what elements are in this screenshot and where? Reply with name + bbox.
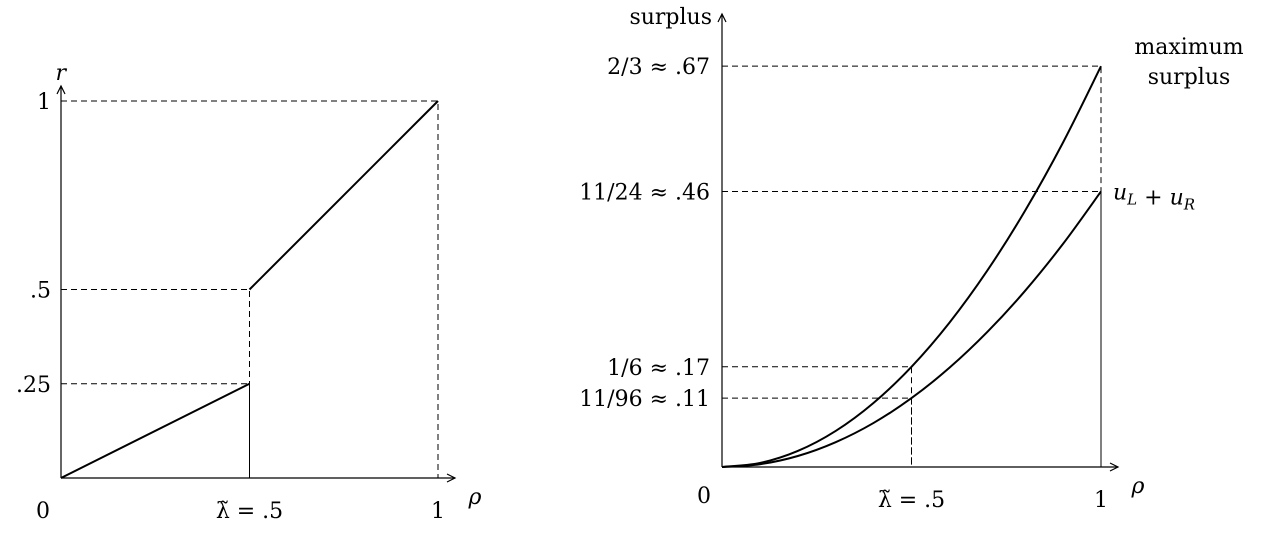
label-text: +: [1137, 185, 1169, 210]
y-axis-arrow: [717, 12, 727, 23]
y-tick-label-2: 11/24 ≈ .46: [579, 180, 710, 205]
x-tick-label-0: λ̃ = .5: [216, 499, 283, 524]
y-axis-label: r: [55, 61, 67, 86]
x-axis-label: ρ: [1131, 474, 1145, 499]
label-base: u: [1113, 180, 1127, 205]
x-tick-label-1: 1: [431, 499, 445, 524]
series-1-label: uL + uR: [1113, 180, 1195, 213]
x-axis-label: ρ: [468, 485, 482, 510]
x-tick-label-1: 1: [1094, 488, 1108, 513]
guide-line-2: [722, 190, 1102, 467]
y-tick-label-0: .25: [16, 373, 51, 398]
label-subscript: R: [1183, 195, 1195, 213]
x-axis-arrow: [446, 473, 457, 483]
series-0-label-line-1: surplus: [1148, 65, 1231, 90]
series-0-segment-1: [248, 100, 439, 291]
series-0-curve: [721, 65, 1102, 468]
guide-line-1: [61, 289, 250, 478]
x-tick-label-0: λ̃ = .5: [878, 488, 945, 513]
guide-line-2: [61, 100, 439, 478]
series-0-label-line-0: maximum: [1134, 35, 1243, 60]
x-axis-arrow: [1109, 462, 1120, 472]
y-tick-label-1: 1/6 ≈ .17: [607, 356, 710, 381]
series-1-curve: [721, 190, 1102, 468]
y-axis-label: surplus: [629, 5, 712, 30]
origin-label: 0: [36, 499, 50, 524]
y-tick-label-3: 2/3 ≈ .67: [607, 55, 710, 80]
label-subscript: L: [1126, 190, 1137, 208]
guide-line-0: [722, 397, 912, 467]
y-axis-arrow: [56, 84, 66, 95]
guide-line-1: [722, 366, 912, 467]
y-tick-label-0: 11/96 ≈ .11: [579, 387, 710, 412]
y-tick-label-2: 1: [37, 90, 51, 115]
origin-label: 0: [697, 484, 711, 509]
series-0-segment-0: [60, 382, 250, 479]
left-chart: .25 .5 1 λ̃ = .5 1 0 ρ r: [16, 61, 482, 524]
y-tick-label-1: .5: [30, 279, 51, 304]
label-base: u: [1170, 185, 1184, 210]
